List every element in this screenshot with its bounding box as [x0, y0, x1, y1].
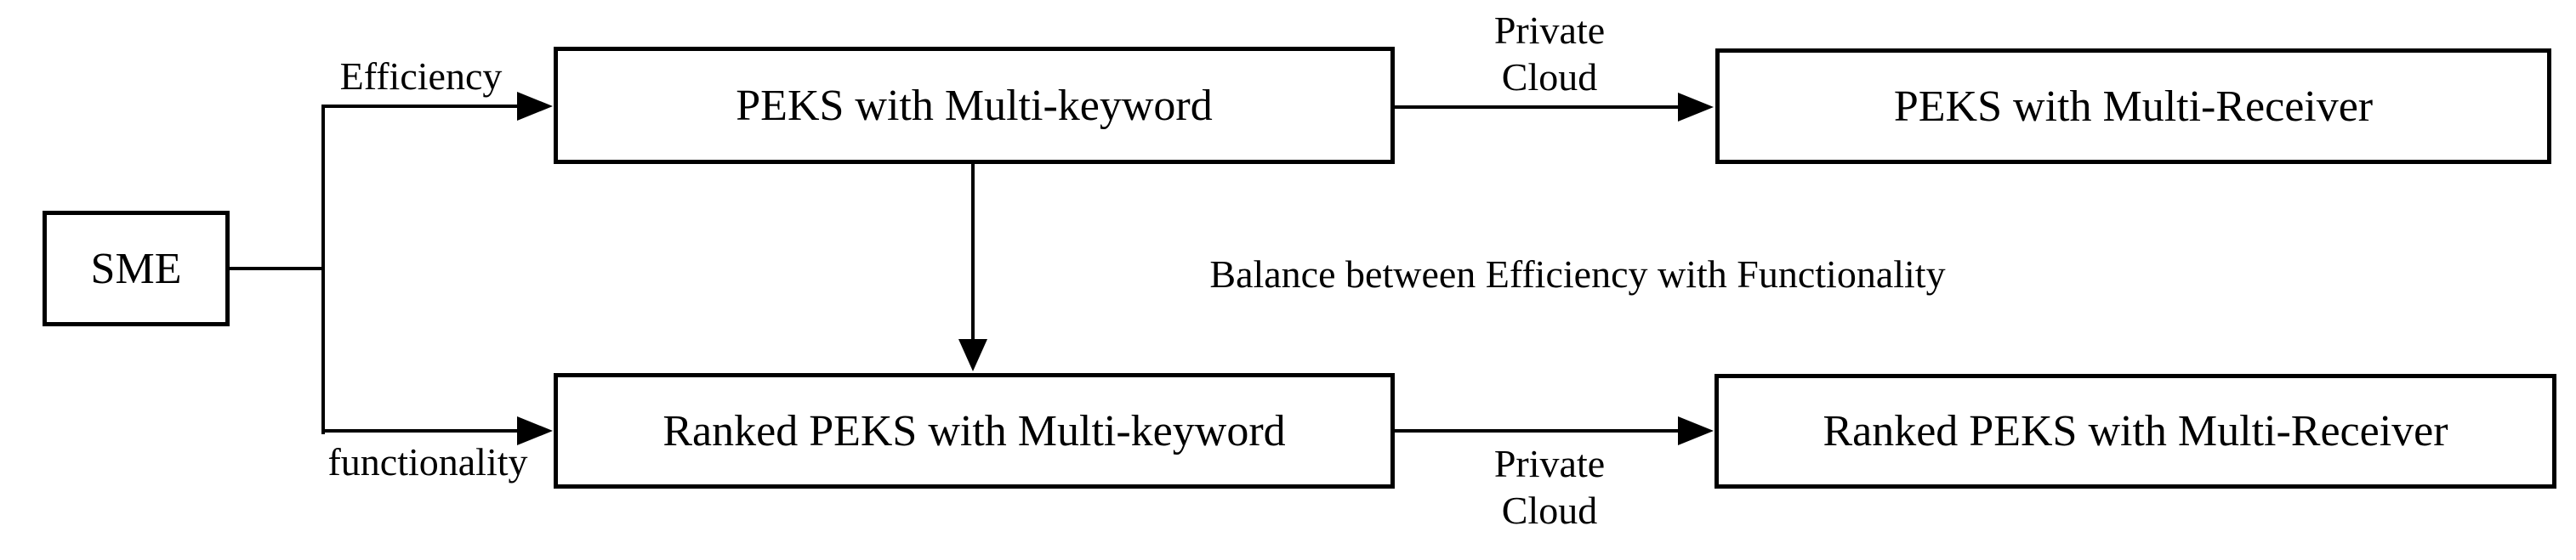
branch-trunk-line: [321, 105, 325, 434]
node-peks-multi-keyword: PEKS with Multi-keyword: [554, 47, 1395, 164]
balance-arrowhead-icon: [958, 339, 987, 371]
private-cloud-top-label-line2: Cloud: [1501, 55, 1598, 99]
efficiency-arrow-line: [321, 105, 527, 108]
node-ranked-peks-multi-receiver-label: Ranked PEKS with Multi-Receiver: [1823, 407, 2448, 455]
private-cloud-bottom-label: Private Cloud: [1447, 440, 1652, 534]
private-cloud-bottom-arrow-line: [1395, 429, 1680, 433]
node-peks-multi-keyword-label: PEKS with Multi-keyword: [736, 81, 1213, 130]
node-peks-multi-receiver: PEKS with Multi-Receiver: [1715, 48, 2551, 164]
node-ranked-peks-multi-keyword: Ranked PEKS with Multi-keyword: [554, 373, 1395, 489]
efficiency-label: Efficiency: [339, 54, 503, 98]
node-peks-multi-receiver-label: PEKS with Multi-Receiver: [1893, 82, 2374, 131]
private-cloud-top-label: Private Cloud: [1447, 7, 1652, 100]
private-cloud-bottom-arrowhead-icon: [1678, 416, 1714, 445]
node-ranked-peks-multi-receiver: Ranked PEKS with Multi-Receiver: [1714, 374, 2556, 489]
private-cloud-top-arrow-line: [1395, 105, 1680, 109]
functionality-label: functionality: [327, 440, 528, 484]
functionality-arrowhead-icon: [517, 416, 553, 445]
node-ranked-peks-multi-keyword-label: Ranked PEKS with Multi-keyword: [662, 406, 1286, 455]
sme-branch-connector-line: [228, 267, 323, 270]
balance-arrow-line: [971, 164, 975, 344]
node-sme: SME: [43, 211, 230, 326]
private-cloud-top-arrowhead-icon: [1678, 93, 1714, 122]
private-cloud-top-label-line1: Private: [1493, 8, 1606, 52]
private-cloud-bottom-label-line1: Private: [1493, 442, 1606, 485]
private-cloud-bottom-label-line2: Cloud: [1501, 489, 1598, 533]
efficiency-arrowhead-icon: [517, 92, 553, 121]
node-sme-label: SME: [90, 244, 182, 293]
functionality-arrow-line: [321, 429, 527, 433]
balance-label: Balance between Efficiency with Function…: [1209, 252, 1946, 296]
